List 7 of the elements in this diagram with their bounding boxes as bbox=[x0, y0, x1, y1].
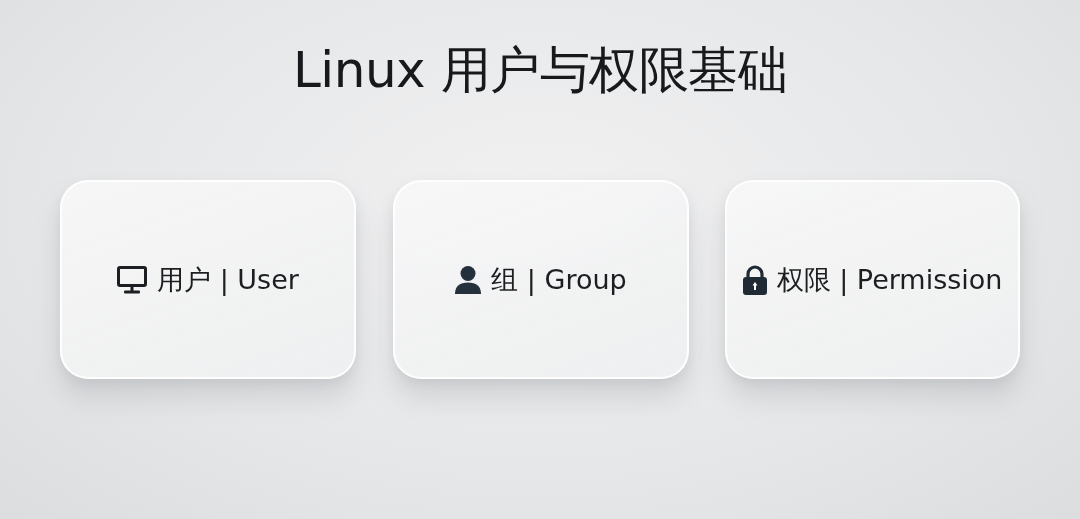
diagram-title: Linux 用户与权限基础 bbox=[291, 40, 789, 101]
glass-card bbox=[393, 180, 689, 379]
card-label: 权限 | Permission bbox=[776, 262, 1003, 297]
card-label: 用户 | User bbox=[157, 262, 299, 297]
glass-card bbox=[725, 180, 1020, 379]
card-label: 组 | Group bbox=[491, 262, 627, 297]
glass-card bbox=[60, 180, 356, 379]
